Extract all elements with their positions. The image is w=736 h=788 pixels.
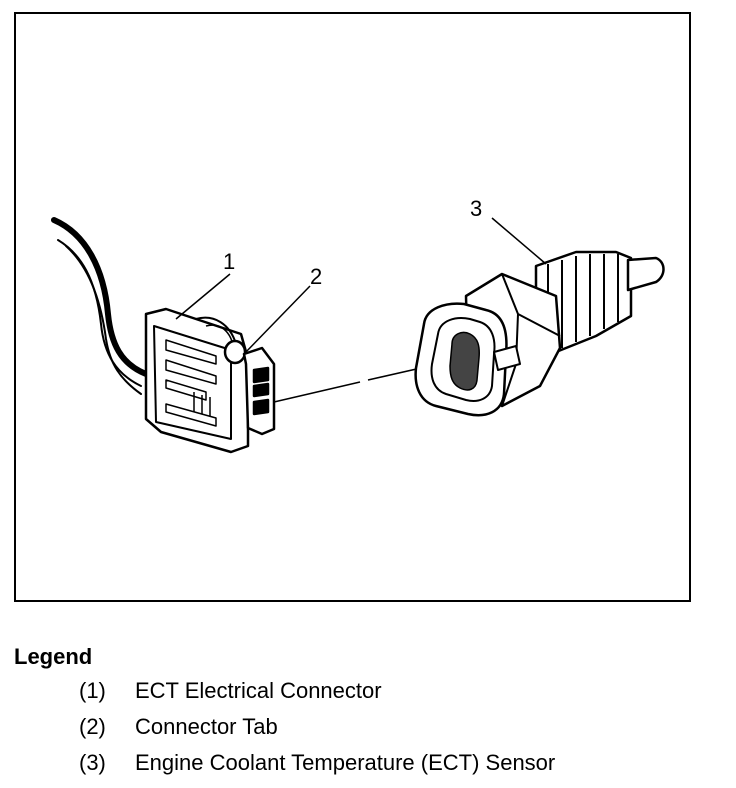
legend-item-number: (3): [79, 750, 106, 775]
legend-item-number: (1): [79, 678, 106, 703]
callout-3-label: 3: [470, 196, 482, 221]
wire-harness: [51, 217, 149, 395]
legend-item: (3) Engine Coolant Temperature (ECT) Sens…: [79, 750, 555, 776]
legend-title: Legend: [14, 644, 93, 669]
legend-item-label: Engine Coolant Temperature (ECT) Sensor: [135, 750, 556, 775]
callout-2-leader: [243, 285, 311, 355]
callout-leaders: [175, 217, 547, 355]
legend-item: (1) ECT Electrical Connector: [79, 678, 382, 704]
ect-sensor: [414, 250, 665, 417]
callout-2-label: 2: [310, 264, 322, 289]
callout-1-leader: [175, 273, 231, 320]
diagram-frame: 1 2 3: [14, 12, 691, 602]
legend-item-label: Connector Tab: [135, 714, 278, 739]
legend-item: (2) Connector Tab: [79, 714, 278, 740]
callout-1-label: 1: [223, 249, 235, 274]
legend-item-label: ECT Electrical Connector: [135, 678, 382, 703]
legend-item-number: (2): [79, 714, 106, 739]
callout-3-leader: [491, 217, 547, 265]
ect-diagram: 1 2 3: [51, 196, 665, 454]
ect-electrical-connector: [144, 307, 276, 454]
